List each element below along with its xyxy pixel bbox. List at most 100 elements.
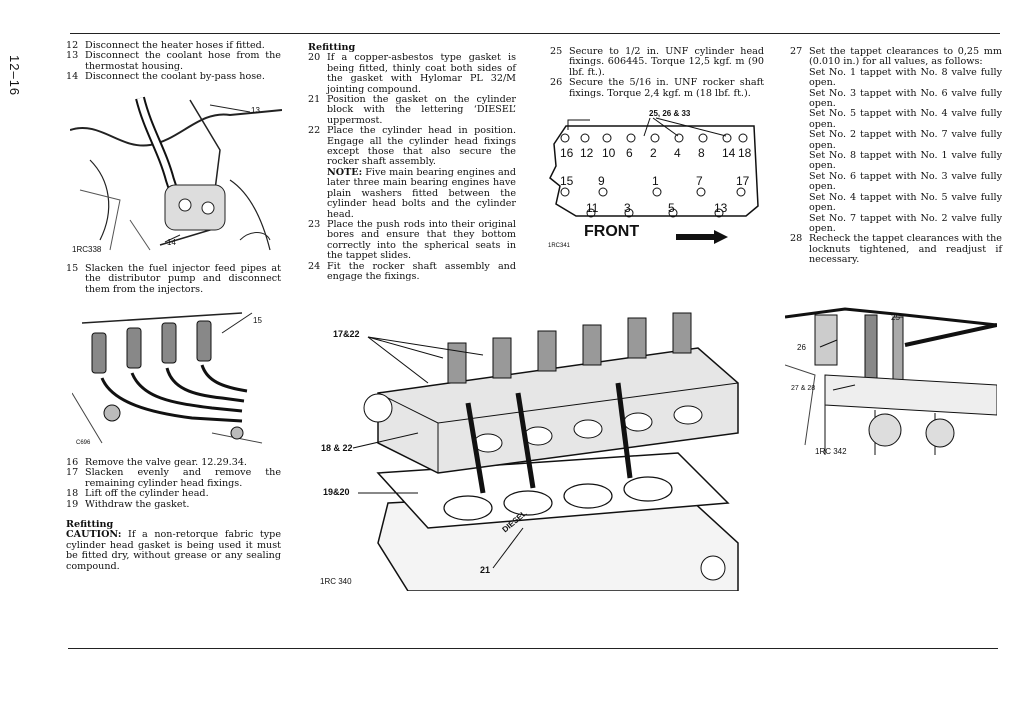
step-text: Position the gasket on the cylinder bloc… [327, 94, 516, 126]
figure-c696: C696 15 [72, 303, 264, 453]
figure-code: 1RC 340 [320, 577, 352, 586]
tappet-list: Set No. 1 tappet with No. 8 valve fully … [809, 67, 1002, 235]
bolt-hole [736, 187, 746, 197]
sequence-number: 1 [652, 174, 659, 188]
step-text: Disconnect the coolant hose from the the… [85, 50, 281, 72]
bolt-hole [696, 187, 706, 197]
step-number: 21 [308, 94, 321, 106]
step-27: 27 Set the tappet clearances to 0,25 mm … [790, 46, 1002, 235]
step-19: 19 Withdraw the gasket. [66, 498, 281, 510]
bolt-hole [652, 187, 662, 197]
sequence-number: 15 [560, 174, 574, 188]
bolt-hole [738, 133, 748, 143]
step-13: 13 Disconnect the coolant hose from the t… [66, 51, 281, 72]
tappet-instruction: Set No. 6 tappet with No. 3 valve fully … [809, 170, 1002, 193]
sequence-number: 17 [736, 174, 750, 188]
figure-code: 1RC338 [72, 245, 102, 254]
sequence-number: 5 [668, 201, 675, 215]
step-number: 19 [66, 498, 79, 510]
sequence-number: 2 [650, 146, 657, 160]
sequence-number: 8 [698, 146, 705, 160]
step-28: 28 Recheck the tappet clearances with th… [790, 234, 1002, 265]
step-number: 27 [790, 46, 803, 57]
bolt-hole [722, 133, 732, 143]
caution-note: CAUTION: If a non-retorque fabric type c… [66, 530, 281, 572]
step-number: 23 [308, 218, 321, 230]
callout-14: 14 [167, 238, 176, 247]
note-text: Five main bearing engines and later thre… [327, 166, 516, 220]
figure-code: 1RC 342 [815, 447, 847, 456]
figure-1rc338: 1RC338 13 14 [70, 90, 282, 258]
note: NOTE: Five main bearing engines and late… [327, 166, 516, 220]
bolt-hole [698, 133, 708, 143]
step-text: Disconnect the heater hoses if fitted. [85, 40, 265, 51]
step-22: 22 Place the cylinder head in position. E… [308, 126, 516, 168]
step-text: Lift off the cylinder head. [85, 488, 209, 500]
step-number: 15 [66, 263, 79, 274]
sequence-number: 18 [738, 146, 752, 160]
caution-label: CAUTION: [66, 529, 122, 541]
callout-25-26-33: 25, 26 & 33 [649, 109, 691, 118]
sequence-number: 3 [624, 201, 631, 215]
bolt-hole [560, 187, 570, 197]
tappet-instruction: Set No. 8 tappet with No. 1 valve fully … [809, 150, 1002, 172]
bolt-hole [602, 133, 612, 143]
step-number: 13 [66, 50, 79, 62]
figure-1rc340: 17&22 18 & 22 19&20 21 DIESEL 1RC 340 [318, 303, 748, 591]
callout-26: 26 [797, 343, 806, 352]
bolt-hole [626, 133, 636, 143]
step-text: Slacken evenly and remove the remaining … [85, 467, 281, 489]
callout-21: 21 [480, 565, 491, 575]
figure-1rc342: 25 26 27 & 28 1RC 342 [785, 305, 997, 460]
step-number: 14 [66, 71, 79, 83]
step-number: 24 [308, 260, 321, 272]
tappet-instruction: Set No. 4 tappet with No. 5 valve fully … [809, 191, 1002, 214]
bolt-hole [624, 208, 634, 218]
step-text: Withdraw the gasket. [85, 498, 190, 510]
step-text: Place the push rods into their original … [327, 218, 516, 262]
bolt-hole [580, 133, 590, 143]
step-14: 14 Disconnect the coolant by-pass hose. [66, 71, 281, 83]
step-number: 16 [66, 457, 79, 468]
callout-13: 13 [251, 106, 260, 115]
front-label: FRONT [584, 223, 640, 240]
bolt-hole [560, 133, 570, 143]
step-text: Secure to 1/2 in. UNF cylinder head fixi… [569, 46, 764, 78]
callout-25: 25 [891, 313, 900, 322]
sequence-number: 4 [674, 146, 681, 160]
figure-code: C696 [76, 440, 91, 446]
bolt-hole [586, 208, 596, 218]
tappet-instruction: Set No. 7 tappet with No. 2 valve fully … [809, 212, 1002, 234]
tappet-instruction: Set No. 3 tappet with No. 6 valve fully … [809, 87, 1002, 110]
sequence-number: 16 [560, 146, 574, 160]
callout-17-22: 17&22 [333, 329, 360, 339]
step-number: 22 [308, 125, 321, 137]
step-number: 20 [308, 52, 321, 64]
bolt-hole [668, 208, 678, 218]
refitting-heading-1: Refitting [66, 519, 114, 531]
column-4: 27 Set the tappet clearances to 0,25 mm … [790, 46, 1002, 266]
step-27-intro: Set the tappet clearances to 0,25 mm (0.… [809, 46, 1002, 68]
sequence-number: 11 [586, 201, 599, 215]
sequence-number: 12 [580, 146, 594, 160]
step-text: Recheck the tappet clearances with the l… [809, 233, 1002, 266]
step-number: 26 [550, 77, 563, 89]
step-text: Place the cylinder head in position. Eng… [327, 125, 516, 168]
step-text: Disconnect the coolant by-pass hose. [85, 71, 265, 83]
